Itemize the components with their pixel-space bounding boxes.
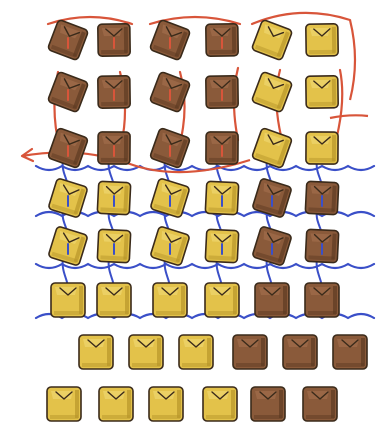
tile-shade bbox=[279, 390, 283, 418]
tile-shade bbox=[101, 158, 127, 162]
tile-shade bbox=[100, 311, 128, 315]
tile-shade bbox=[207, 338, 211, 366]
gold-tile bbox=[203, 387, 237, 421]
tile-shade bbox=[132, 363, 160, 367]
gold-tile bbox=[149, 387, 183, 421]
tiles-layer bbox=[47, 19, 367, 421]
gold-tile bbox=[99, 387, 133, 421]
tile-shade bbox=[156, 311, 184, 315]
tile-shade bbox=[79, 286, 83, 314]
gold-tile bbox=[306, 24, 338, 56]
tile-shade bbox=[336, 363, 364, 367]
tile-shade bbox=[232, 27, 236, 53]
tile-shade bbox=[101, 102, 127, 106]
gold-tile bbox=[179, 335, 213, 369]
tile-shade bbox=[286, 363, 314, 367]
tile-shade bbox=[209, 102, 235, 106]
tile-shade bbox=[261, 338, 265, 366]
tile-shade bbox=[209, 50, 235, 54]
brown-tile bbox=[283, 335, 317, 369]
tile-shade bbox=[331, 390, 335, 418]
tile-shade bbox=[309, 158, 335, 162]
red-thread bbox=[330, 115, 368, 118]
gold-tile bbox=[251, 71, 292, 112]
tile-shade bbox=[127, 390, 131, 418]
brown-tile bbox=[233, 335, 267, 369]
tile-shade bbox=[233, 286, 237, 314]
brown-tile bbox=[333, 335, 367, 369]
tile-shade bbox=[309, 102, 335, 106]
brown-tile bbox=[255, 283, 289, 317]
tile-shade bbox=[125, 286, 129, 314]
gold-tile bbox=[251, 19, 292, 60]
tile-shade bbox=[177, 390, 181, 418]
tile-shade bbox=[54, 311, 82, 315]
tile-shade bbox=[333, 286, 337, 314]
tile-shade bbox=[182, 363, 210, 367]
tile-shade bbox=[102, 415, 130, 419]
blue-thread bbox=[36, 264, 374, 268]
gold-tile bbox=[306, 76, 338, 108]
tile-shade bbox=[231, 390, 235, 418]
tile-shade bbox=[208, 311, 236, 315]
tile-shade bbox=[75, 390, 79, 418]
tile-shade bbox=[254, 415, 282, 419]
tile-shade bbox=[50, 415, 78, 419]
tile-shade bbox=[82, 363, 110, 367]
brown-tile bbox=[305, 283, 339, 317]
tile-shade bbox=[107, 338, 111, 366]
red-thread bbox=[350, 20, 355, 100]
gold-tile bbox=[97, 283, 131, 317]
tile-shade bbox=[332, 27, 336, 53]
tile-shade bbox=[232, 135, 236, 161]
tile-shade bbox=[361, 338, 365, 366]
tile-shade bbox=[258, 311, 286, 315]
gold-tile bbox=[306, 132, 338, 164]
tile-shade bbox=[206, 415, 234, 419]
tile-shade bbox=[157, 338, 161, 366]
tile-shade bbox=[236, 363, 264, 367]
gold-tile bbox=[47, 387, 81, 421]
tile-shade bbox=[309, 50, 335, 54]
tile-shade bbox=[332, 135, 336, 161]
tile-shade bbox=[124, 135, 128, 161]
gold-tile bbox=[205, 283, 239, 317]
tile-shade bbox=[232, 79, 236, 105]
tile-shade bbox=[308, 311, 336, 315]
gold-tile bbox=[153, 283, 187, 317]
gold-tile bbox=[79, 335, 113, 369]
brown-tile bbox=[251, 387, 285, 421]
gold-tile bbox=[129, 335, 163, 369]
tile-shade bbox=[181, 286, 185, 314]
gold-tile bbox=[252, 128, 293, 169]
gold-tile bbox=[51, 283, 85, 317]
tile-shade bbox=[306, 415, 334, 419]
tile-shade bbox=[283, 286, 287, 314]
tile-shade bbox=[124, 27, 128, 53]
tile-shade bbox=[124, 79, 128, 105]
tile-shade bbox=[101, 50, 127, 54]
tile-shade bbox=[152, 415, 180, 419]
tile-shade bbox=[209, 158, 235, 162]
tile-shade bbox=[311, 338, 315, 366]
tile-shade bbox=[332, 79, 336, 105]
brown-tile bbox=[303, 387, 337, 421]
